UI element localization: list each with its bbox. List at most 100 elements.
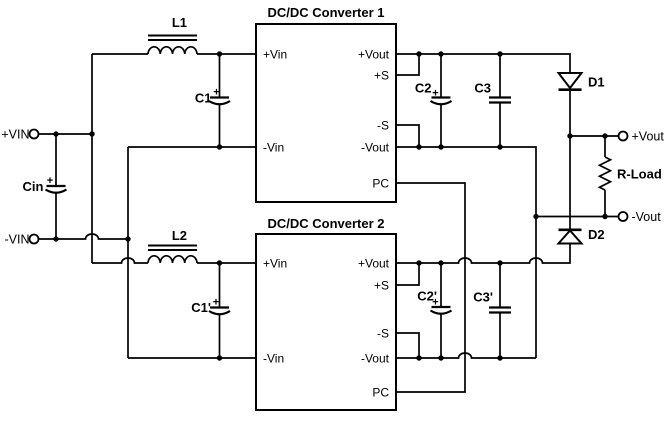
label-vout-pos: +Vout xyxy=(632,130,665,144)
terminal-circle-vin-neg xyxy=(28,233,40,245)
c1-polarity-mark: + xyxy=(213,87,219,99)
converter2-box: DC/DC Converter 2 +Vin -Vin +Vout +S -S … xyxy=(255,216,397,411)
capacitor-c1p: C1' + xyxy=(191,297,231,316)
label-vout-neg: -Vout xyxy=(632,210,662,224)
junction-dot xyxy=(53,131,59,137)
converter2-title: DC/DC Converter 2 xyxy=(267,216,384,231)
junction-dot xyxy=(567,133,573,139)
terminal-circle-vin-pos xyxy=(28,128,40,140)
label-c1: C1 xyxy=(195,91,212,106)
converter1-pin-sense-neg: -S xyxy=(377,119,389,133)
input-terminal-positive: +VIN xyxy=(1,128,40,142)
junction-dot xyxy=(438,355,444,361)
junction-dot xyxy=(216,144,223,150)
converter2-pin-vin-pos: +Vin xyxy=(263,257,287,271)
label-vin-pos: +VIN xyxy=(1,128,29,142)
terminal-circle-vout-pos xyxy=(617,130,629,142)
junction-dot xyxy=(216,355,223,361)
cin-polarity-mark: + xyxy=(47,175,53,187)
junction-dot xyxy=(497,355,503,361)
resistor-rload: R-Load xyxy=(597,156,662,191)
wire-converter1-vout-pos-rail xyxy=(396,53,571,73)
junction-dot xyxy=(497,51,503,57)
d2-anode-triangle xyxy=(556,228,584,245)
c2p-polarity-mark: + xyxy=(432,297,438,309)
junction-dot xyxy=(602,133,608,139)
c2-plate-negative xyxy=(429,100,453,106)
junction-dots xyxy=(53,51,608,361)
converter1-title: DC/DC Converter 1 xyxy=(267,5,384,20)
wire-converter1-vout-neg-rail xyxy=(396,146,537,217)
label-l1: L1 xyxy=(172,15,187,30)
capacitor-c2: C2 + xyxy=(415,81,453,106)
label-c2: C2 xyxy=(415,81,432,96)
wire-converter1-sense-neg xyxy=(396,124,420,147)
l2-core-bars xyxy=(148,244,197,251)
junction-dot xyxy=(438,260,444,266)
capacitor-c2p: C2' + xyxy=(417,289,453,315)
junction-dot xyxy=(416,355,422,361)
capacitor-c1: C1 + xyxy=(195,87,231,106)
label-cin: Cin xyxy=(23,179,44,194)
wire-converter2-vout-pos-rail xyxy=(396,243,571,264)
label-l2: L2 xyxy=(172,228,187,243)
wire-converter2-sense-pos xyxy=(396,263,420,286)
junction-dot xyxy=(533,213,539,220)
label-rload: R-Load xyxy=(617,167,662,182)
converter2-pin-sense-pos: +S xyxy=(374,279,389,293)
wiring xyxy=(38,53,619,393)
converter2-pin-sense-neg: -S xyxy=(377,327,389,341)
l1-winding xyxy=(147,46,198,55)
c1p-plate-negative xyxy=(208,310,231,316)
diode-d2: D2 xyxy=(556,227,605,245)
inductor-l2: L2 xyxy=(147,228,198,264)
rload-zigzag xyxy=(597,156,613,191)
converter1-pin-vin-pos: +Vin xyxy=(263,48,287,62)
capacitor-cin: Cin + xyxy=(23,175,68,194)
junction-dot xyxy=(416,51,422,57)
junction-dot xyxy=(497,144,503,150)
output-terminal-positive: +Vout xyxy=(617,130,665,144)
junction-dot xyxy=(416,260,422,266)
junction-dot xyxy=(125,236,131,242)
c1p-polarity-mark: + xyxy=(213,297,219,309)
wire-converter2-sense-neg xyxy=(396,332,420,358)
label-c1p: C1' xyxy=(191,300,211,315)
c1-plate-negative xyxy=(208,100,231,106)
l2-winding xyxy=(147,255,198,264)
c2p-plate-negative xyxy=(429,309,453,315)
label-c2p: C2' xyxy=(417,289,437,304)
capacitor-c3p: C3' xyxy=(473,290,511,314)
junction-dot xyxy=(89,131,95,137)
l1-core-bars xyxy=(148,34,197,41)
converter1-pin-vout-pos: +Vout xyxy=(358,48,390,62)
converter2-pin-pc: PC xyxy=(372,386,389,400)
converter1-pin-sense-pos: +S xyxy=(374,69,389,83)
output-terminal-negative: -Vout xyxy=(617,210,662,224)
junction-dot xyxy=(438,144,444,150)
wire-input-negative xyxy=(38,233,128,240)
label-d2: D2 xyxy=(588,227,605,242)
converter1-pin-vin-neg: -Vin xyxy=(263,141,284,155)
junction-dot xyxy=(497,260,503,266)
junction-dot xyxy=(438,51,444,57)
c2-polarity-mark: + xyxy=(432,88,438,100)
junction-dot xyxy=(216,260,223,266)
wire-converter1-sense-pos xyxy=(396,54,420,76)
wire-l2-feed-left xyxy=(92,257,148,264)
converter1-pin-vout-neg: -Vout xyxy=(361,141,390,155)
junction-dot xyxy=(416,144,422,150)
label-c3: C3 xyxy=(474,81,491,96)
wire-pc-interconnect xyxy=(396,182,466,393)
label-c3p: C3' xyxy=(473,290,493,305)
junction-dot xyxy=(53,236,59,242)
converter1-box: DC/DC Converter 1 +Vin -Vin +Vout +S -S … xyxy=(255,5,397,203)
label-d1: D1 xyxy=(588,75,605,90)
converter2-pin-vout-neg: -Vout xyxy=(361,352,390,366)
d1-anode-triangle xyxy=(556,72,584,90)
cin-plate-negative xyxy=(44,188,68,194)
converter1-pin-pc: PC xyxy=(372,177,389,191)
junction-dot xyxy=(602,213,608,220)
